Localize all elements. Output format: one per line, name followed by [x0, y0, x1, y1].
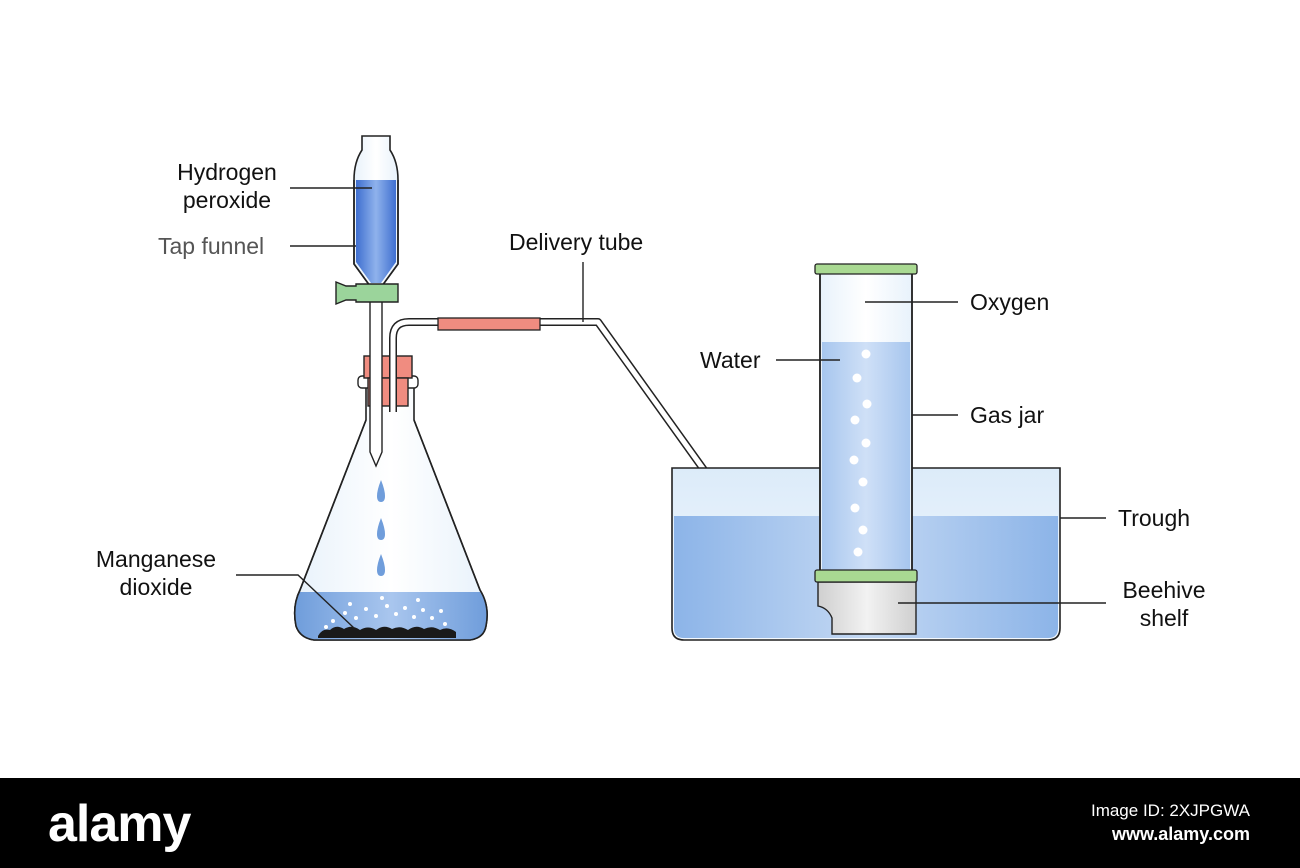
label-hydrogen-peroxide: Hydrogen peroxide — [160, 158, 294, 214]
label-trough: Trough — [1118, 505, 1191, 531]
oxygen-bubbles-jar — [849, 349, 872, 557]
brand-logo: alamy — [48, 795, 191, 853]
tap — [335, 280, 399, 306]
site-url: www.alamy.com — [1111, 824, 1250, 844]
label-gas-jar: Gas jar — [970, 402, 1045, 428]
leader-lines — [236, 187, 1106, 629]
gas-jar — [814, 263, 918, 583]
label-hydrogen-peroxide-line2: peroxide — [182, 187, 272, 213]
label-manganese-dioxide-line2: dioxide — [119, 574, 193, 600]
label-beehive-shelf: Beehive shelf — [1108, 576, 1220, 632]
label-manganese-dioxide: Manganese dioxide — [78, 545, 234, 601]
label-hydrogen-peroxide-line1: Hydrogen — [177, 159, 277, 185]
falling-drops — [377, 480, 385, 576]
flask-liquid — [294, 592, 488, 640]
label-delivery-tube: Delivery tube — [509, 229, 644, 255]
label-oxygen: Oxygen — [970, 289, 1050, 315]
image-id: Image ID: 2XJPGWA — [1090, 801, 1250, 820]
oxygen-bubbles-flask — [324, 596, 447, 629]
label-beehive-shelf-line1: Beehive — [1122, 577, 1206, 603]
watermark-footer: alamy Image ID: 2XJPGWA www.alamy.com — [0, 778, 1300, 868]
gas-jar-water — [822, 342, 910, 572]
apparatus-drawing — [236, 135, 1106, 641]
beehive-shelf — [817, 581, 917, 635]
label-beehive-shelf-line2: shelf — [1139, 605, 1189, 631]
oxygen-preparation-diagram: Hydrogen peroxide Tap funnel Delivery tu… — [78, 135, 1220, 641]
label-manganese-dioxide-line1: Manganese — [95, 546, 217, 572]
tap-funnel — [335, 135, 399, 468]
manganese-dioxide-solid — [318, 626, 456, 638]
label-tap-funnel: Tap funnel — [158, 233, 265, 259]
hydrogen-peroxide-liquid — [356, 180, 396, 283]
label-water: Water — [700, 347, 761, 373]
conical-flask — [293, 375, 488, 641]
